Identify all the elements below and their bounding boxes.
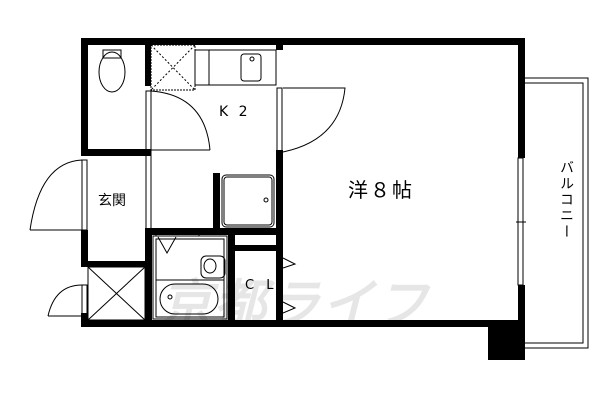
walls	[81, 38, 525, 360]
room-label-closet: C L	[245, 278, 278, 293]
room-label-western-8jo: 洋８帖	[348, 178, 414, 202]
room-label-kitchen: K 2	[219, 104, 251, 120]
room-label-entrance: 玄関	[98, 193, 126, 209]
thin-lines	[29, 44, 589, 349]
room-label-balcony: バルコニー	[558, 160, 574, 240]
